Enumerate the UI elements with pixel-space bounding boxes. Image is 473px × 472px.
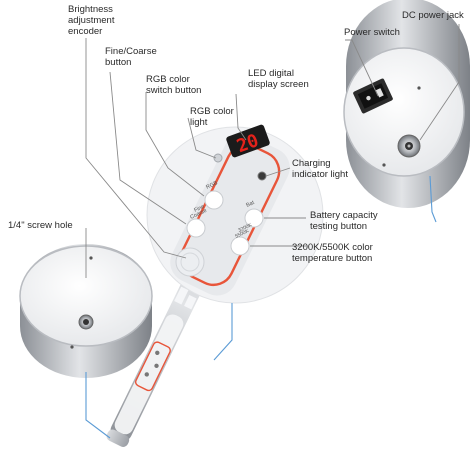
tube-white-section bbox=[114, 314, 184, 435]
label-rgb-switch-button: RGB color switch button bbox=[146, 74, 202, 96]
tube-cap-bottom bbox=[106, 429, 130, 447]
tube-control-panel-outline bbox=[134, 341, 171, 392]
fine-coarse-button[interactable] bbox=[186, 218, 206, 238]
label-fine-coarse-button: Fine/Coarse button bbox=[105, 46, 157, 68]
fine-key-label: Fine bbox=[193, 204, 205, 214]
battery-test-button[interactable] bbox=[244, 208, 264, 228]
rgb-color-light bbox=[213, 153, 223, 163]
control-panel-zoom: RGB Fine Coarse Bat 3200K 5500K 20 bbox=[146, 124, 324, 304]
color-temp-button[interactable] bbox=[230, 236, 250, 256]
label-color-temp-button: 3200K/5500K color temperature button bbox=[292, 242, 373, 264]
zoom-connectors bbox=[85, 175, 437, 439]
leader-lines bbox=[85, 24, 460, 278]
temp-key-label-2: 5500K bbox=[234, 228, 250, 240]
label-dc-jack: DC power jack bbox=[402, 10, 464, 21]
charging-indicator-light bbox=[257, 171, 267, 181]
label-power-switch: Power switch bbox=[344, 27, 400, 38]
top-cap-zoom bbox=[343, 0, 470, 208]
rgb-button[interactable] bbox=[204, 190, 224, 210]
rgb-key-label: RGB bbox=[205, 180, 219, 191]
label-rgb-light: RGB color light bbox=[190, 106, 234, 128]
brightness-encoder-knob[interactable] bbox=[175, 247, 205, 277]
label-charging-light: Charging indicator light bbox=[292, 158, 348, 180]
label-led-display: LED digital display screen bbox=[248, 68, 309, 90]
bat-key-label: Bat bbox=[245, 200, 255, 209]
label-brightness-encoder: Brightness adjustment encoder bbox=[68, 4, 115, 37]
label-screw-hole: 1/4" screw hole bbox=[8, 220, 73, 231]
power-switch[interactable] bbox=[353, 78, 394, 114]
bottom-cap-zoom bbox=[19, 244, 153, 378]
temp-key-label-1: 3200K bbox=[237, 222, 253, 234]
label-battery-test-button: Battery capacity testing button bbox=[310, 210, 378, 232]
